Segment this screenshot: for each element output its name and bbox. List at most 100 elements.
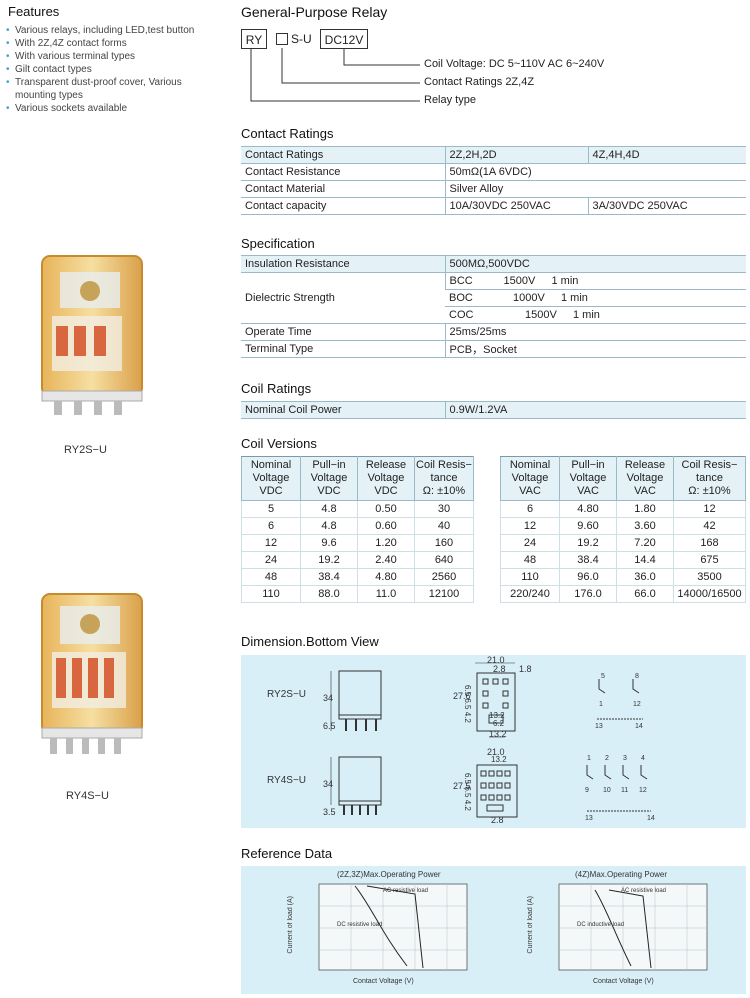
table-cell: 176.0 xyxy=(559,585,617,603)
ry4-side-view xyxy=(330,756,382,815)
feature-item: Gilt contact types xyxy=(6,63,221,76)
reference-title: Reference Data xyxy=(241,846,333,861)
table-cell: 7.20 xyxy=(616,534,674,552)
cell: 4Z,4H,4D xyxy=(587,146,746,164)
ry2-pin-label: 6.5 xyxy=(323,721,336,731)
code-ry-box: RY xyxy=(241,29,267,49)
code-leader-lines xyxy=(250,48,420,102)
ry4-pin-1: 1 xyxy=(587,755,591,762)
cell: Operate Time xyxy=(241,323,445,341)
table-row: Contact Material Silver Alloy xyxy=(241,180,746,198)
cell: 10A/30VDC 250VAC xyxy=(444,197,588,215)
ry2-width-label: 21.0 xyxy=(487,655,505,665)
ry2-pitch-label: 2.8 xyxy=(493,664,506,674)
cell: 0.9W/1.2VA xyxy=(444,401,746,419)
feature-item: Various relays, including LED,test butto… xyxy=(6,24,221,37)
table-cell: 12 xyxy=(241,534,301,552)
cell: Contact capacity xyxy=(241,197,445,215)
table-cell: 30 xyxy=(414,500,474,518)
table-cell: 9.60 xyxy=(559,517,617,535)
chart1-xlabel: Contact Voltage (V) xyxy=(353,978,414,985)
cell: Nominal Coil Power xyxy=(241,401,445,419)
table-cell: 48 xyxy=(500,551,560,569)
cell: 500MΩ,500VDC xyxy=(444,255,746,273)
ry4-schematic xyxy=(586,765,651,812)
table-cell: 110 xyxy=(500,568,560,586)
table-cell: 96.0 xyxy=(559,568,617,586)
table-cell: 14000/16500 xyxy=(673,585,746,603)
specification-table: Insulation Resistance 500MΩ,500VDC Diele… xyxy=(241,255,746,358)
relay-ry4su-image xyxy=(41,593,143,754)
table-row: Nominal Coil Power 0.9W/1.2VA xyxy=(241,401,746,419)
ry2-h1-label: 13.2 xyxy=(489,711,505,720)
ry4-pin-14: 14 xyxy=(647,815,655,822)
ry2su-dim-label: RY2S−U xyxy=(267,689,307,700)
table-row: Contact Ratings 2Z,2H,2D 4Z,4H,4D xyxy=(241,146,746,164)
table-cell: 14.4 xyxy=(616,551,674,569)
feature-item: Various sockets available xyxy=(6,102,221,115)
dimension-panel: RY2S−U RY4S−U 34 6.5 21.0 2.8 1.8 27.6 6… xyxy=(241,655,746,828)
ry4-pin-10: 10 xyxy=(603,787,611,794)
table-cell: 3.60 xyxy=(616,517,674,535)
ry2-pin-1: 1 xyxy=(599,701,603,708)
chart2-dc-label: DC inductive load xyxy=(577,922,625,928)
cell: 3A/30VDC 250VAC xyxy=(587,197,746,215)
code-voltage-box: DC12V xyxy=(320,29,368,49)
reference-panel: (2Z,3Z)Max.Operating Power AC resistive … xyxy=(241,866,746,994)
general-title: General-Purpose Relay xyxy=(241,4,388,20)
specification-title: Specification xyxy=(241,236,315,251)
cell: Terminal Type xyxy=(241,340,445,358)
table-cell: 19.2 xyxy=(559,534,617,552)
cell: 25ms/25ms xyxy=(444,323,746,341)
chart1-ac-label: AC resistive load xyxy=(383,888,429,894)
cell: Silver Alloy xyxy=(444,180,746,198)
ry4su-caption: RY4S−U xyxy=(66,790,109,802)
table-cell: 40 xyxy=(414,517,474,535)
table-cell: 24 xyxy=(500,534,560,552)
ry2su-caption: RY2S−U xyxy=(64,444,107,456)
ry4-width-label: 21.0 xyxy=(487,747,505,757)
cell: 2Z,2H,2D xyxy=(444,146,588,164)
ry4-height-label: 34 xyxy=(323,779,334,789)
table-row: Operate Time 25ms/25ms xyxy=(241,323,746,341)
ry4-pin-3: 3 xyxy=(623,755,627,762)
relay-ry2su-image xyxy=(41,255,143,415)
table-row: Terminal Type PCB，Socket xyxy=(241,340,746,358)
table-cell: 2560 xyxy=(414,568,474,586)
cell: 50mΩ(1A 6VDC) xyxy=(444,163,746,181)
features-title: Features xyxy=(8,4,60,19)
contact-ratings-title: Contact Ratings xyxy=(241,126,334,141)
table-cell: 66.0 xyxy=(616,585,674,603)
table-cell: 4.80 xyxy=(357,568,415,586)
ry2-pin-13: 13 xyxy=(595,723,603,730)
chart2-graph xyxy=(558,883,708,971)
ry4-pin-12: 12 xyxy=(639,787,647,794)
chart1-ylabel: Current of load (A) xyxy=(287,896,294,954)
contact-ratings-table: Contact Ratings 2Z,2H,2D 4Z,4H,4D Contac… xyxy=(241,146,746,215)
dimension-title: Dimension.Bottom View xyxy=(241,634,379,649)
cell: Contact Ratings xyxy=(241,146,445,164)
table-cell: 12 xyxy=(500,517,560,535)
table-cell: 24 xyxy=(241,551,301,569)
cell: Dielectric Strength xyxy=(241,272,445,324)
table-cell: 3500 xyxy=(673,568,746,586)
ry2-rows-label: 6.5 6.5 4.2 xyxy=(463,685,472,723)
table-cell: 4.80 xyxy=(559,500,617,518)
table-row: Insulation Resistance 500MΩ,500VDC xyxy=(241,255,746,273)
ry2-bottom-view xyxy=(475,662,516,738)
